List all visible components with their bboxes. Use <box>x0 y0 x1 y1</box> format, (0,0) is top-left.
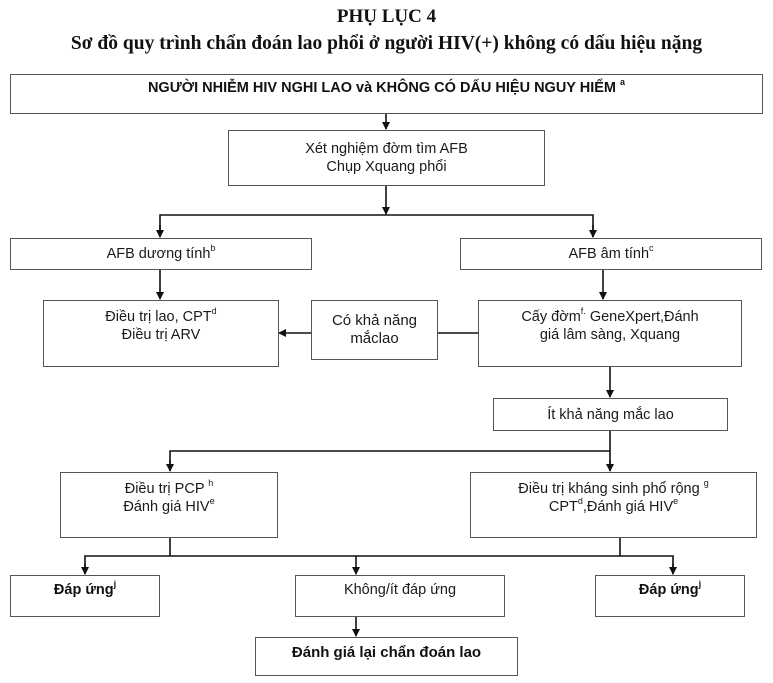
node-treat-tb-line2: Điều trị ARV <box>121 327 201 343</box>
footnote-a: a <box>620 77 626 87</box>
node-afb-positive: AFB dương tínhb <box>10 238 312 270</box>
node-tests: Xét nghiệm đờm tìm AFB Chụp Xquang phổi <box>228 130 545 186</box>
node-antibiotic-line1: Điều trị kháng sinh phổ rộng <box>518 481 704 497</box>
footnote-c: c <box>649 243 654 253</box>
footnote-f: f. <box>580 306 586 316</box>
footnote-d: d <box>211 306 217 316</box>
node-no-response: Không/ít đáp ứng <box>295 575 505 617</box>
node-tests-line1: Xét nghiệm đờm tìm AFB <box>305 141 468 157</box>
node-likely-tb: Có khả năng mắclao <box>311 300 438 360</box>
footnote-d: d <box>577 496 583 506</box>
node-afb-negative-text: AFB âm tính <box>568 246 650 262</box>
node-pcp-line1: Điều trị PCP <box>124 481 209 497</box>
node-start-text: NGƯỜI NHIỄM HIV NGHI LAO và KHÔNG CÓ DẤU… <box>147 80 616 96</box>
branch-line-treatment <box>169 450 611 471</box>
footnote-h: h <box>208 478 214 488</box>
footnote-g: g <box>703 478 709 488</box>
footnote-e: e <box>673 496 679 506</box>
footnote-j: j <box>113 579 117 589</box>
branch-line-response <box>84 555 674 574</box>
node-response-left: Đáp ứngj <box>10 575 160 617</box>
node-afb-positive-text: AFB dương tính <box>106 246 211 262</box>
node-reassess: Đánh giá lại chẩn đoán lao <box>255 637 518 676</box>
branch-line-afb <box>159 214 594 237</box>
footnote-j: j <box>698 579 702 589</box>
footnote-e: e <box>209 496 215 506</box>
node-unlikely-tb: Ít khả năng mắc lao <box>493 398 728 431</box>
node-culture-line1b: GeneXpert,Đánh <box>585 309 699 325</box>
node-unlikely-tb-text: Ít khả năng mắc lao <box>547 406 674 423</box>
node-tests-line2: Chụp Xquang phổi <box>326 159 447 175</box>
node-antibiotic: Điều trị kháng sinh phổ rộng g CPTd,Đánh… <box>470 472 757 538</box>
footnote-b: b <box>210 243 216 253</box>
node-pcp-line2: Đánh giá HIV <box>123 499 210 515</box>
node-likely-tb-line1: Có khả năng <box>331 312 418 329</box>
node-likely-tb-line2: mắclao <box>350 330 399 347</box>
node-culture: Cấy đờmf. GeneXpert,Đánh giá lâm sàng, X… <box>478 300 742 367</box>
node-reassess-text: Đánh giá lại chẩn đoán lao <box>291 644 482 661</box>
node-treat-tb-line1: Điều trị lao, CPT <box>105 309 212 325</box>
node-culture-line1a: Cấy đờm <box>521 309 581 325</box>
diagram-title: Sơ đồ quy trình chẩn đoán lao phổi ở ngư… <box>70 33 703 54</box>
node-no-response-text: Không/ít đáp ứng <box>343 582 457 598</box>
node-response-right-text: Đáp ứng <box>638 582 699 598</box>
node-antibiotic-line2b: ,Đánh giá HIV <box>582 499 674 515</box>
node-response-right: Đáp ứngj <box>595 575 745 617</box>
appendix-label: PHỤ LỤC 4 <box>336 6 437 27</box>
node-start: NGƯỜI NHIỄM HIV NGHI LAO và KHÔNG CÓ DẤU… <box>10 74 763 114</box>
node-culture-line2: giá lâm sàng, Xquang <box>539 327 681 343</box>
node-afb-negative: AFB âm tínhc <box>460 238 762 270</box>
node-treat-tb: Điều trị lao, CPTd Điều trị ARV <box>43 300 279 367</box>
node-antibiotic-line2a: CPT <box>548 499 578 515</box>
node-pcp: Điều trị PCP h Đánh giá HIVe <box>60 472 278 538</box>
node-response-left-text: Đáp ứng <box>53 582 114 598</box>
